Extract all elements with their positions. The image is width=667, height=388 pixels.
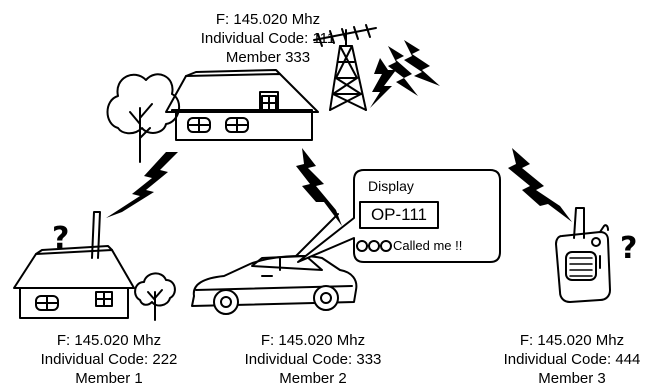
- member-1-frequency: F: 145.020 Mhz: [0, 331, 218, 350]
- member-2-name: Member 2: [204, 369, 422, 388]
- base-individual-code: Individual Code: 111: [143, 29, 393, 48]
- member-1-individual-code: Individual Code: 222: [0, 350, 218, 369]
- house-icon-member-1: [14, 212, 134, 318]
- member-1-label: F: 145.020 Mhz Individual Code: 222 Memb…: [0, 331, 218, 388]
- member-2-frequency: F: 145.020 Mhz: [204, 331, 422, 350]
- question-mark-icon-member-1: ?: [52, 224, 69, 254]
- member-3-frequency: F: 145.020 Mhz: [478, 331, 666, 350]
- display-title: Display: [368, 178, 414, 194]
- member-3-name: Member 3: [478, 369, 666, 388]
- member-2-label: F: 145.020 Mhz Individual Code: 333 Memb…: [204, 331, 422, 388]
- house-icon-base: [166, 70, 318, 140]
- base-member: Member 333: [143, 48, 393, 67]
- base-frequency: F: 145.020 Mhz: [143, 10, 393, 29]
- car-icon: [192, 214, 356, 314]
- handheld-radio-icon: [556, 208, 610, 302]
- member-3-label: F: 145.020 Mhz Individual Code: 444 Memb…: [478, 331, 666, 388]
- display-code: OP-111: [360, 203, 438, 227]
- display-message: Called me !!: [354, 238, 504, 254]
- display-message-text: Called me !!: [393, 238, 462, 253]
- tree-icon-member-1: [135, 273, 175, 320]
- member-1-name: Member 1: [0, 369, 218, 388]
- member-3-individual-code: Individual Code: 444: [478, 350, 666, 369]
- member-2-individual-code: Individual Code: 333: [204, 350, 422, 369]
- question-mark-icon-member-3: ?: [620, 234, 637, 264]
- base-station-label: F: 145.020 Mhz Individual Code: 111 Memb…: [143, 10, 393, 67]
- tree-icon: [108, 74, 180, 162]
